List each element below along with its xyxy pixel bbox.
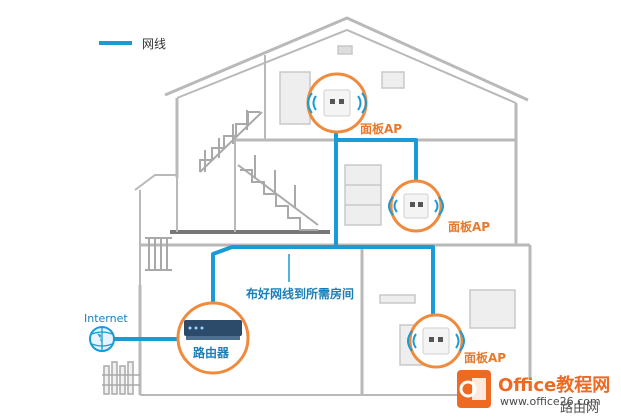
house-roof	[164, 16, 529, 102]
cabling-note: 布好网线到所需房间	[246, 286, 354, 301]
ap-middle: 面板AP	[388, 179, 490, 234]
staircase	[199, 110, 319, 231]
router-icon	[184, 320, 242, 336]
legend-label: 网线	[142, 37, 166, 51]
ap-top-label: 面板AP	[360, 121, 402, 136]
router-label: 路由器	[193, 345, 230, 360]
internet-globe: Internet	[84, 312, 128, 352]
watermark-corner: 路由网	[560, 400, 599, 416]
cable-ap-middle	[336, 138, 418, 182]
watermark-url: www.office26.com	[500, 395, 601, 408]
ap-top: 面板AP	[306, 72, 402, 136]
router: 路由器	[176, 301, 250, 375]
watermark: Office教程网 www.office26.com 路由网	[457, 370, 610, 416]
watermark-brand: Office教程网	[498, 374, 610, 396]
house-annex	[134, 174, 178, 232]
cable-router-riser	[211, 245, 336, 315]
fence	[102, 361, 140, 395]
ap-bottom-label: 面板AP	[464, 350, 506, 365]
ap-bottom: 面板AP	[407, 313, 506, 369]
picture-frame	[381, 71, 405, 89]
internet-label: Internet	[84, 312, 128, 325]
house-inner-roof	[176, 28, 517, 104]
cables	[112, 125, 435, 341]
ground-window	[469, 289, 516, 329]
ceiling-lamp	[337, 45, 353, 55]
legend: 网线	[99, 37, 166, 51]
ap-middle-label: 面板AP	[448, 219, 490, 234]
window-attic	[279, 71, 311, 125]
balcony-railing	[145, 237, 172, 271]
ground-table	[379, 294, 416, 304]
cable-ap-bottom	[336, 245, 435, 320]
bookshelf	[344, 164, 382, 226]
